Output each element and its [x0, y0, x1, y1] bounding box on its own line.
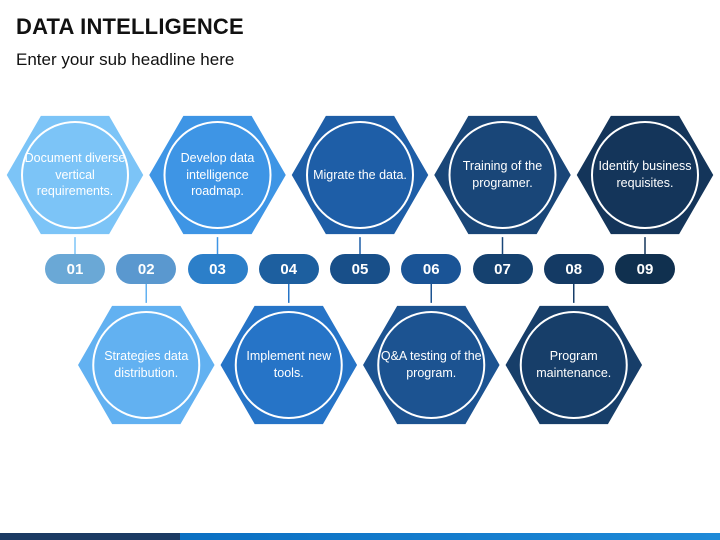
step-inner-circle	[448, 121, 557, 229]
step-number-badge: 01	[45, 254, 105, 284]
bottom-accent-bar	[0, 533, 720, 540]
step-description: Strategies data distribution.	[104, 349, 189, 380]
step-description: Q&A testing of the program.	[380, 349, 482, 380]
step-description: Document diverse vertical requirements.	[24, 150, 126, 199]
step-number-badge: 08	[543, 254, 604, 284]
step-description: Program maintenance.	[536, 349, 612, 380]
step-inner-circle	[519, 311, 628, 419]
step-description: Develop data intelligence roadmap.	[180, 150, 255, 199]
page-title: DATA INTELLIGENCE	[16, 14, 244, 39]
step-number-badge: 05	[330, 254, 390, 284]
step-number-badge: 09	[615, 254, 675, 284]
step-inner-circle	[234, 311, 343, 419]
step-inner-circle	[163, 121, 272, 229]
step-description: Identify business requisites.	[598, 159, 692, 190]
step-description: Training of the programer.	[462, 159, 543, 190]
step-number-badge: 06	[401, 254, 462, 284]
step-number-badge: 03	[187, 254, 248, 284]
step-inner-circle	[21, 121, 129, 229]
step-description: Migrate the data.	[313, 167, 407, 182]
page-subtitle: Enter your sub headline here	[16, 50, 235, 69]
step-inner-circle	[306, 121, 414, 229]
step-number-badge: 07	[472, 254, 533, 284]
step-number-badge: 04	[258, 254, 319, 284]
step-inner-circle	[377, 311, 486, 419]
step-inner-circle	[92, 311, 201, 419]
step-number-badge: 02	[116, 254, 177, 284]
step-inner-circle	[591, 121, 699, 229]
step-description: Implement new tools.	[246, 349, 332, 380]
